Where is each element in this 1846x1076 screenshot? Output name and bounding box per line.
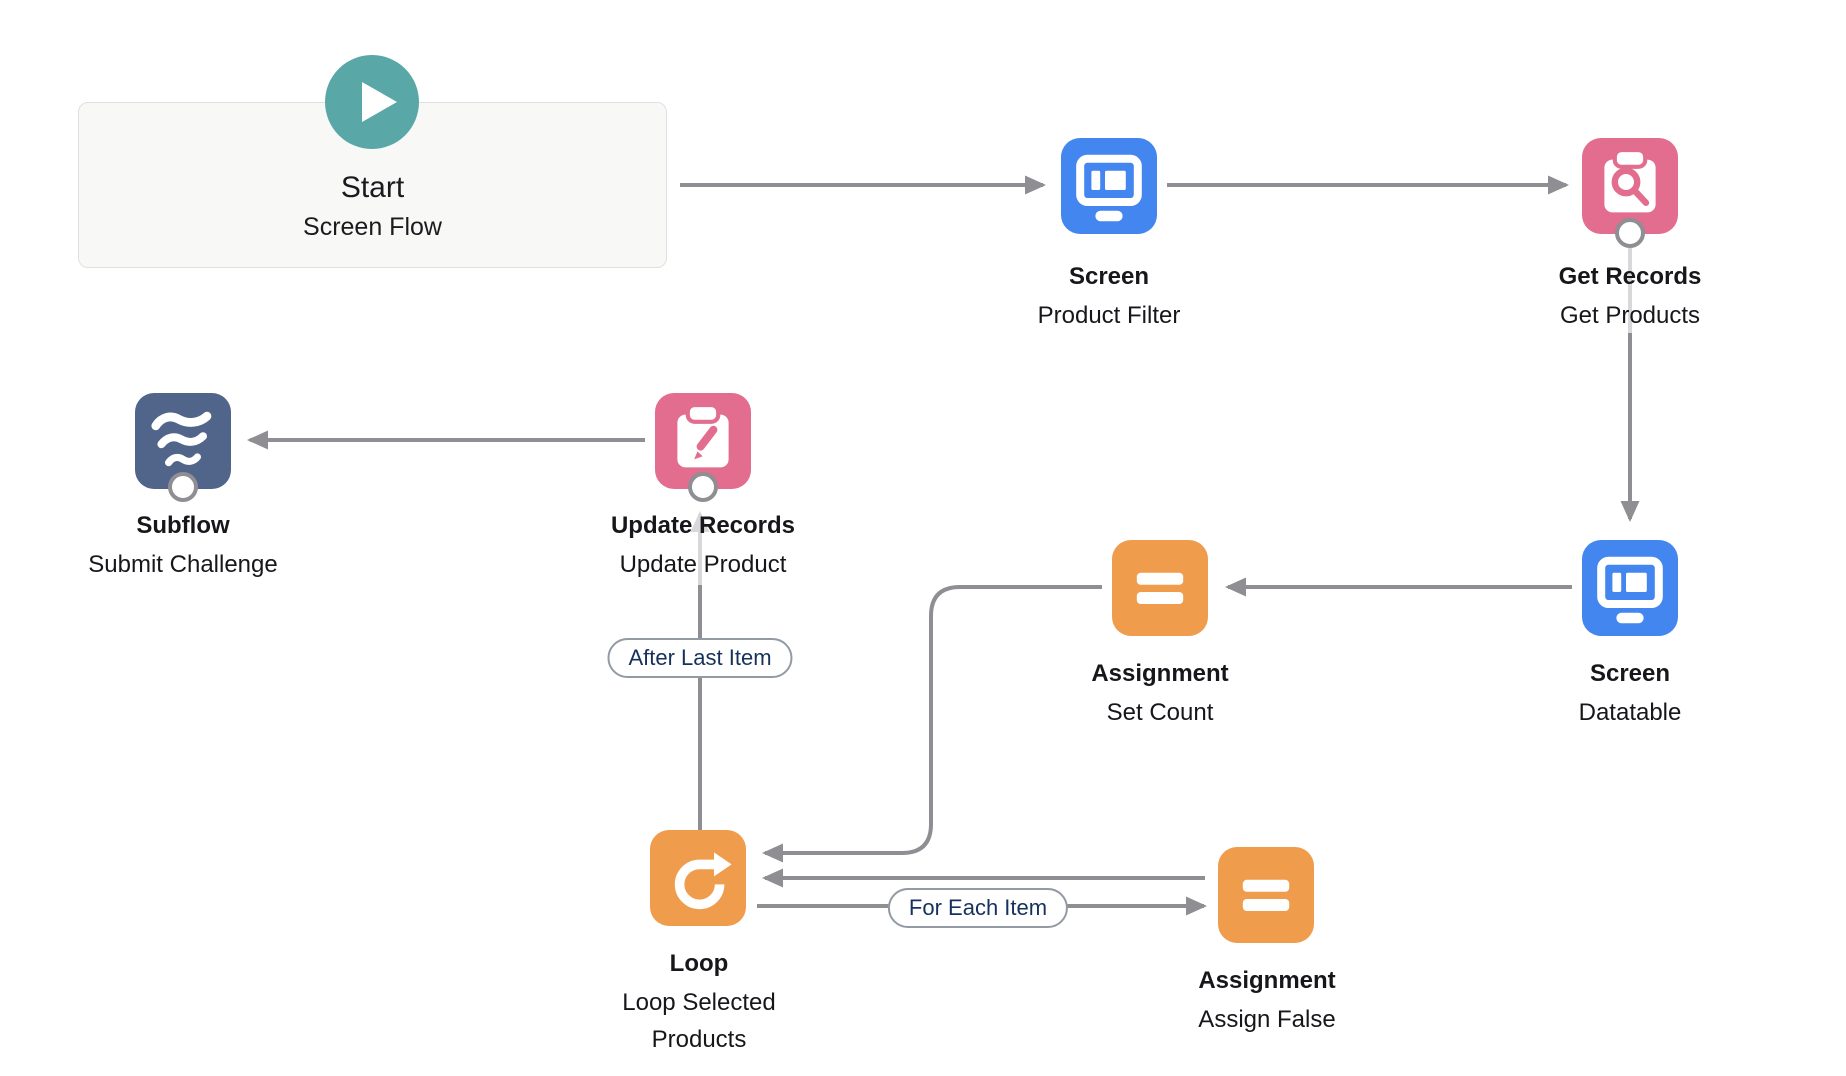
node-name-label: Update Product: [619, 551, 787, 578]
connection-point-subflow[interactable]: [168, 472, 198, 502]
clipboard-search-icon[interactable]: [1582, 138, 1678, 234]
connector-set-count-to-loop: [762, 585, 1102, 863]
equals-icon[interactable]: [1112, 540, 1208, 636]
node-name-label: Product Filter: [1037, 302, 1181, 329]
after-last-item-connector-label[interactable]: After Last Item: [607, 638, 793, 678]
node-name-label: Assign False: [1198, 1006, 1336, 1033]
node-type-label: Subflow: [136, 512, 230, 539]
node-type-label: Get Records: [1558, 263, 1702, 290]
equals-icon[interactable]: [1218, 847, 1314, 943]
screen-icon[interactable]: [1061, 138, 1157, 234]
connection-point-get-records[interactable]: [1615, 218, 1645, 248]
node-type-label: Loop: [669, 950, 729, 977]
connection-point-update-records[interactable]: [688, 472, 718, 502]
loop-arrow-icon[interactable]: [650, 830, 746, 926]
node-type-label: Screen: [1589, 660, 1671, 687]
play-icon[interactable]: [325, 55, 419, 149]
node-type-label: Screen: [1068, 263, 1150, 290]
node-name-label: Set Count: [1106, 699, 1214, 726]
node-type-label: Update Records: [610, 512, 796, 539]
start-title: Start: [340, 171, 405, 204]
for-each-item-connector-label[interactable]: For Each Item: [887, 888, 1069, 928]
node-name-label: Get Products: [1559, 302, 1701, 329]
waves-icon[interactable]: [135, 393, 231, 489]
node-name-label: Submit Challenge: [88, 551, 278, 578]
node-name-label: Datatable: [1578, 699, 1682, 726]
node-type-label: Assignment: [1091, 660, 1229, 687]
node-type-label: Assignment: [1198, 967, 1336, 994]
node-name-label: Loop Selected Products: [622, 989, 776, 1053]
start-subtitle: Screen Flow: [303, 213, 442, 241]
screen-icon[interactable]: [1582, 540, 1678, 636]
